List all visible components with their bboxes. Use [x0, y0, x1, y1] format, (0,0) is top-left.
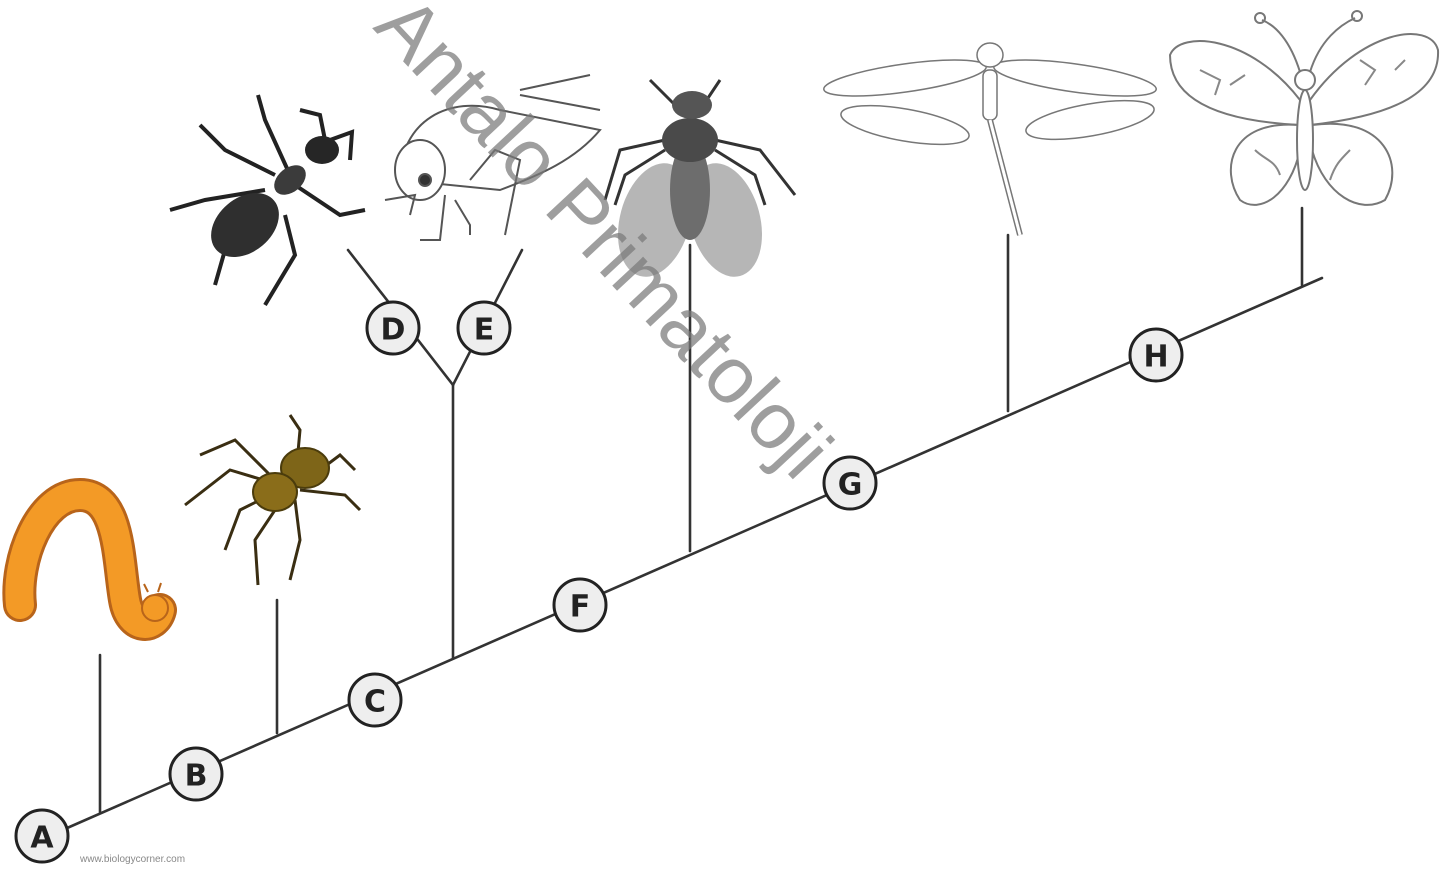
node-c: C	[349, 674, 401, 726]
dragonfly-icon	[822, 43, 1158, 235]
node-h: H	[1130, 329, 1182, 381]
butterfly-icon	[1170, 11, 1438, 205]
node-d: D	[367, 302, 419, 354]
node-c-label: C	[364, 685, 386, 720]
node-f: F	[554, 579, 606, 631]
node-f-label: F	[570, 590, 591, 625]
node-b: B	[170, 748, 222, 800]
credit-text: www.biologycorner.com	[79, 854, 185, 865]
node-a: A	[16, 810, 68, 862]
node-g: G	[824, 457, 876, 509]
node-e: E	[458, 302, 510, 354]
node-g-label: G	[838, 468, 863, 503]
node-a-label: A	[30, 821, 54, 856]
node-d-label: D	[381, 313, 406, 348]
watermark-text: Antalo Primatoloji	[360, 0, 850, 495]
spider-icon	[185, 415, 360, 585]
ant-icon	[170, 95, 365, 305]
node-e-label: E	[474, 313, 495, 348]
node-b-label: B	[185, 759, 208, 794]
caterpillar-icon	[19, 495, 168, 624]
node-h-label: H	[1143, 340, 1168, 375]
